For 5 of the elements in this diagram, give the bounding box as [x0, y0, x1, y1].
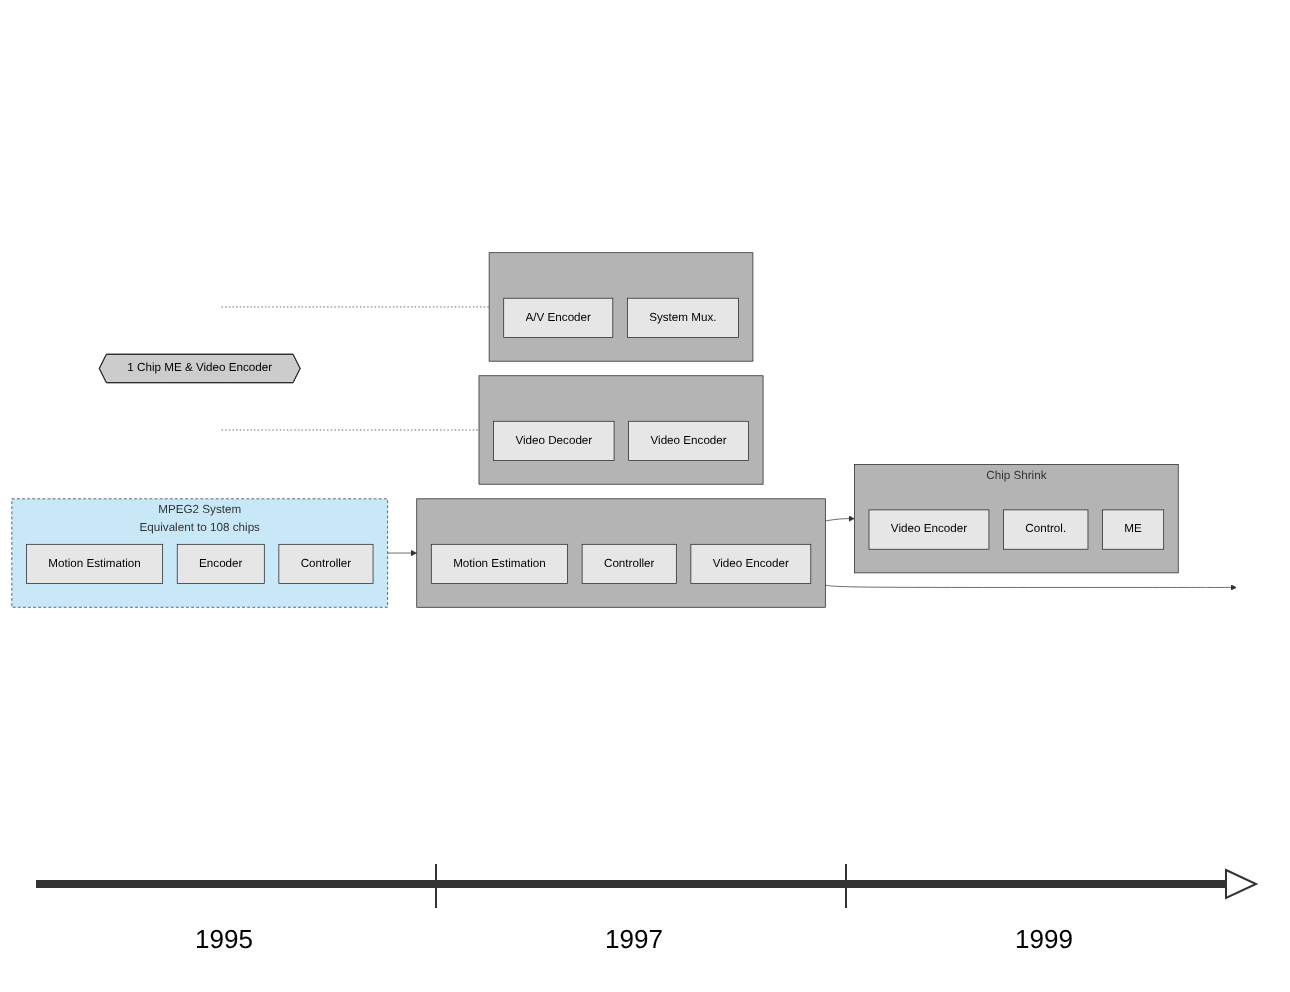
connector-line: [220, 306, 489, 308]
connector-line: [220, 429, 479, 431]
year-label: 1999: [1015, 924, 1073, 954]
year-label: 1997: [605, 924, 663, 954]
year-label: 1995: [195, 924, 253, 954]
